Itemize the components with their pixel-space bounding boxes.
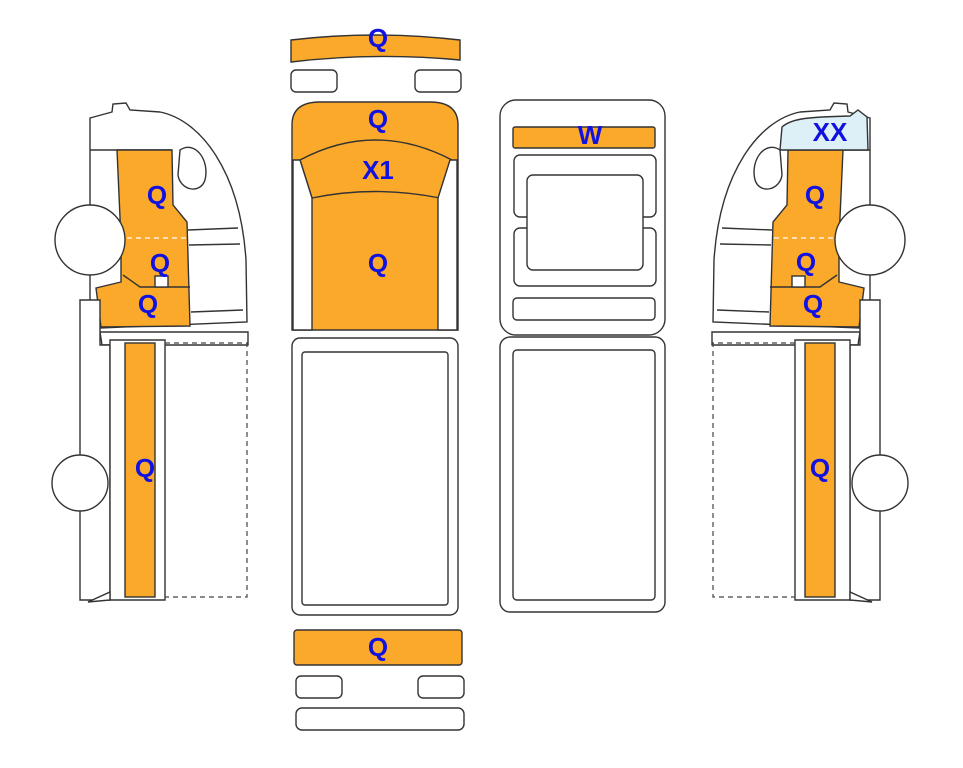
left-side-view: Q Q Q Q: [51, 102, 249, 603]
right-cab-upper-label: Q: [805, 180, 825, 210]
left-cab-lower-label: Q: [138, 289, 158, 319]
left-body-label: Q: [135, 453, 155, 483]
right-cab-lower-label: Q: [803, 289, 823, 319]
windshield-label: X1: [362, 155, 394, 185]
right-body-label: Q: [810, 453, 830, 483]
right-windshield-label: XX: [813, 117, 848, 147]
hood-label: Q: [368, 104, 388, 134]
right-cab-middle-label: Q: [796, 247, 816, 277]
top-view: Q Q X1 Q Q: [290, 23, 465, 731]
right-side-view: XX Q Q Q Q: [711, 102, 909, 603]
left-cab-upper-label: Q: [147, 180, 167, 210]
front-bumper-label: Q: [368, 23, 388, 53]
roof-label: Q: [368, 248, 388, 278]
back-top-bar-label: W: [578, 120, 603, 150]
rear-bumper-label: Q: [368, 632, 388, 662]
back-view: W: [499, 99, 666, 613]
left-cab-middle-label: Q: [150, 248, 170, 278]
